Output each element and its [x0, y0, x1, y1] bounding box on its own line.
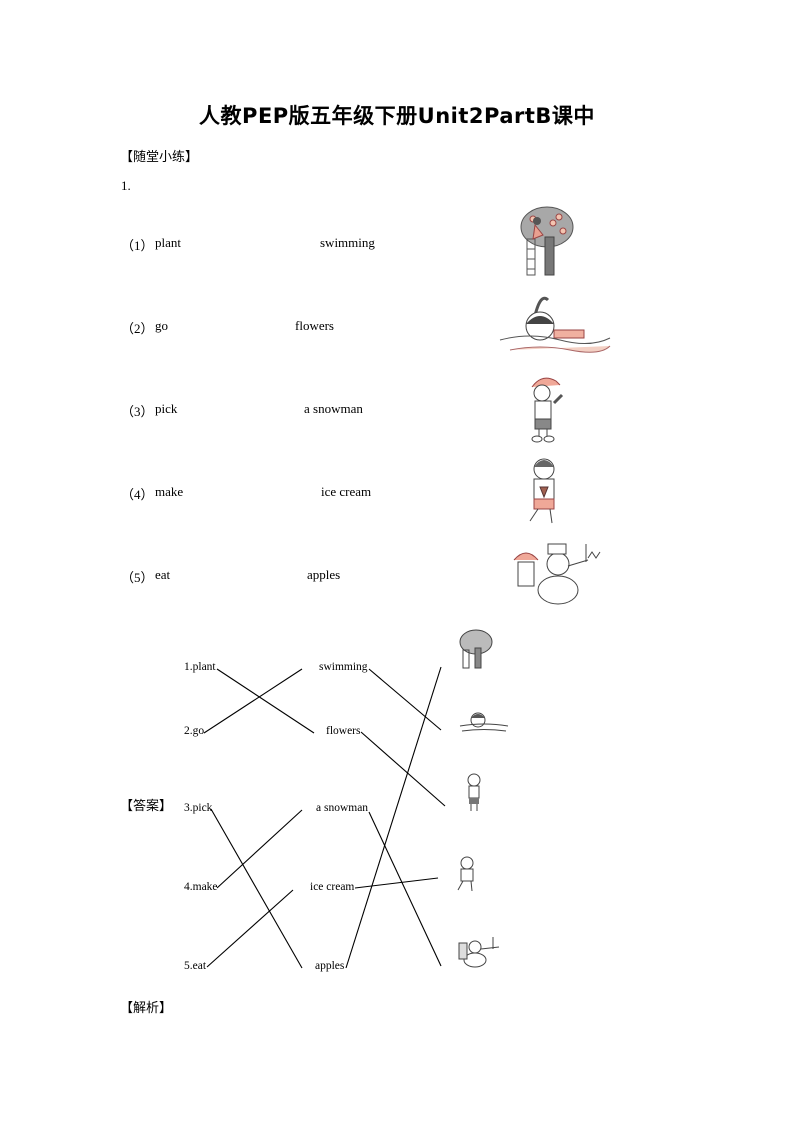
row-number: （2） — [121, 321, 154, 336]
answer-verb: 2.go — [184, 725, 205, 737]
verb-text: go — [155, 318, 168, 333]
boy-ice-cream-image — [529, 458, 555, 524]
answer-swimming-image — [459, 712, 509, 732]
match-line-swimming-pic — [368, 668, 442, 731]
answer-verb: 5.eat — [184, 960, 207, 972]
noun-text: a snowman — [304, 401, 363, 416]
answer-verb: 1.plant — [184, 661, 216, 673]
match-line-make-snowman — [216, 809, 303, 889]
match-line-eat-icecream — [206, 889, 294, 968]
row-number: （5） — [121, 570, 154, 585]
row-number: （1） — [121, 238, 154, 253]
section-analysis-heading: 【解析】 — [120, 1001, 173, 1016]
noun-text: swimming — [320, 235, 375, 250]
verb-text: make — [155, 484, 184, 499]
answer-verb: 3.pick — [184, 802, 213, 814]
making-snowman-image — [513, 543, 601, 605]
noun-text: flowers — [295, 318, 334, 333]
page-title: 人教PEP版五年级下册Unit2PartB课中 — [199, 104, 595, 128]
answer-noun: ice cream — [310, 881, 355, 893]
verb-text: pick — [155, 401, 178, 416]
answer-noun: apples — [315, 960, 345, 972]
apple-tree-picking-image — [520, 206, 574, 276]
match-line-apples-pic — [345, 666, 442, 969]
row-number: （3） — [121, 404, 154, 419]
answer-verb: 4.make — [184, 881, 218, 893]
answer-snowman-image — [458, 937, 500, 968]
answer-planting-image — [467, 773, 481, 811]
answer-apple-tree-image — [459, 629, 493, 669]
answer-ice-cream-image — [457, 856, 474, 892]
match-line-pick-apples — [210, 808, 303, 969]
verb-text: eat — [155, 567, 171, 582]
section-practice-heading: 【随堂小练】 — [120, 150, 199, 165]
boy-planting-image — [531, 377, 564, 443]
answer-noun: a snowman — [316, 802, 369, 814]
match-line-plant-flowers — [216, 668, 315, 734]
answer-noun: flowers — [326, 725, 361, 737]
match-line-snowman-pic — [368, 811, 442, 967]
noun-text: apples — [307, 567, 341, 582]
match-line-flowers-pic — [360, 731, 446, 807]
answer-noun: swimming — [319, 661, 368, 673]
match-line-icecream-pic — [354, 877, 439, 889]
noun-text: ice cream — [321, 484, 372, 499]
match-line-go-swimming — [203, 668, 303, 734]
section-answer-heading: 【答案】 — [120, 799, 173, 814]
question-number: 1. — [121, 178, 131, 193]
verb-text: plant — [155, 235, 181, 250]
girl-swimming-image — [499, 296, 611, 353]
row-number: （4） — [121, 487, 154, 502]
